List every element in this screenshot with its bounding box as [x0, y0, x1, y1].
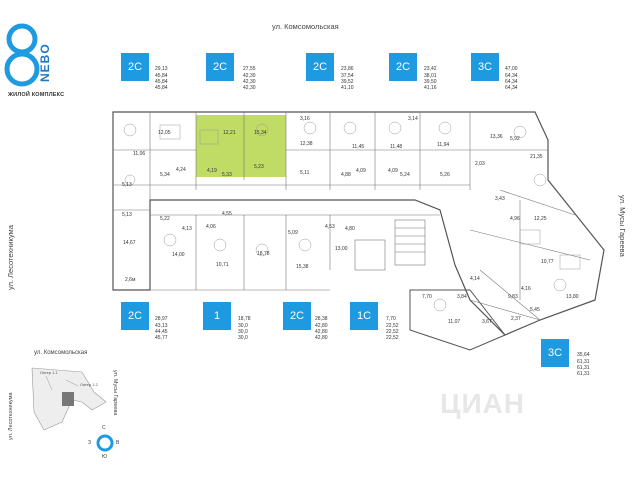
minimap-street-left: ул. Лесотехникума	[8, 392, 14, 440]
room-label: 12,25	[534, 216, 547, 222]
room-label: 10,71	[216, 262, 229, 268]
room-label: 4,24	[176, 167, 186, 173]
compass: С В Ю З	[88, 425, 120, 460]
room-label: 5,92	[510, 136, 520, 142]
room-label: 4,06	[206, 224, 216, 230]
room-label: 3,84	[457, 294, 467, 300]
room-label: 11,94	[437, 142, 449, 148]
brand-logo	[4, 22, 48, 88]
minimap-street-top: ул. Комсомольская	[34, 350, 88, 356]
room-label: 5,26	[440, 172, 450, 178]
room-label: 4,96	[510, 216, 520, 222]
compass-west: З	[88, 440, 92, 446]
room-label: 12,38	[300, 141, 313, 147]
room-label: 4,09	[356, 168, 366, 174]
apartment-badge-8[interactable]: 2С	[283, 302, 311, 330]
room-label: 4,09	[388, 168, 398, 174]
room-label: 9,83	[508, 294, 518, 300]
apartment-badge-9[interactable]: 1С	[350, 302, 378, 330]
room-label: 12,21	[223, 130, 236, 136]
apartment-badge-2[interactable]: 2С	[206, 53, 234, 81]
room-label: 12,05	[158, 130, 171, 136]
room-label: 7,70	[422, 294, 432, 300]
room-label: 13,80	[566, 294, 579, 300]
room-label: 4,80	[345, 226, 355, 232]
room-label: 10,77	[541, 259, 554, 265]
minimap-plan: Литер 1.1 Литер 1.2	[31, 367, 107, 431]
room-label: 11,07	[448, 319, 460, 325]
room-label: 2,37	[511, 316, 521, 322]
apartment-badge-3[interactable]: 2С	[306, 53, 334, 81]
room-label: 21,35	[530, 154, 543, 160]
room-label: 11,48	[390, 144, 402, 150]
room-label: 15,38	[296, 264, 309, 270]
compass-south: Ю	[102, 454, 108, 460]
room-label: 5,22	[160, 216, 170, 222]
room-label: 3,16	[300, 116, 310, 122]
room-label: 4,16	[521, 286, 531, 292]
apartment-badge-4[interactable]: 2С	[389, 53, 417, 81]
room-label: 5,09	[288, 230, 298, 236]
apartment-badge-1[interactable]: 2С	[121, 53, 149, 81]
room-label: 5,11	[300, 170, 310, 176]
room-label: 3,14	[408, 116, 418, 122]
room-label: 5,24	[400, 172, 410, 178]
brand-tagline: ЖИЛОЙ КОМПЛЕКС	[8, 92, 65, 98]
apartment-badge-5[interactable]: 3С	[471, 53, 499, 81]
minimap: ул. Комсомольская ул. Лесотехникума ул. …	[6, 350, 126, 460]
room-label: 4,53	[325, 224, 335, 230]
room-label: 3,67	[482, 319, 492, 325]
compass-east: В	[116, 440, 120, 446]
room-label: 5,34	[160, 172, 170, 178]
room-label: 4,13	[182, 226, 192, 232]
room-label: 13,00	[335, 246, 348, 252]
compass-icon	[96, 434, 114, 452]
minimap-label: Литер 1.2	[80, 382, 99, 387]
room-label: 5,45	[530, 307, 540, 313]
room-label: 5,23	[254, 164, 264, 170]
room-label: 18,78	[257, 251, 270, 257]
room-label: 13,36	[490, 134, 503, 140]
room-label: 4,55	[222, 211, 232, 217]
apartment-badge-6[interactable]: 2С	[121, 302, 149, 330]
room-label: 15,34	[254, 130, 267, 136]
apartment-badge-7[interactable]: 1	[203, 302, 231, 330]
room-label: 4,19	[207, 168, 217, 174]
room-label: 14,00	[172, 252, 185, 258]
room-label: 5,13	[122, 182, 132, 188]
minimap-street-right: ул. Мусы Гареева	[112, 370, 118, 416]
watermark: ЦИАН	[440, 388, 526, 419]
room-label: 11,45	[352, 144, 364, 150]
room-label: 2,6м	[125, 277, 136, 283]
room-label: 3,43	[495, 196, 505, 202]
room-label: 4,88	[341, 172, 351, 178]
highlighted-apartment[interactable]	[196, 115, 286, 177]
room-label: 11,06	[133, 151, 145, 157]
street-top: ул. Комсомольская	[272, 22, 339, 31]
apartment-badge-10[interactable]: 3С	[541, 339, 569, 367]
room-label: 14,67	[123, 240, 136, 246]
compass-north: С	[102, 425, 106, 431]
room-label: 4,14	[470, 276, 480, 282]
room-label: 2,03	[475, 161, 485, 167]
room-label: 5,13	[122, 212, 132, 218]
room-label: 5,33	[222, 172, 232, 178]
minimap-label: Литер 1.1	[40, 370, 59, 375]
logo-eight-icon	[4, 23, 40, 87]
